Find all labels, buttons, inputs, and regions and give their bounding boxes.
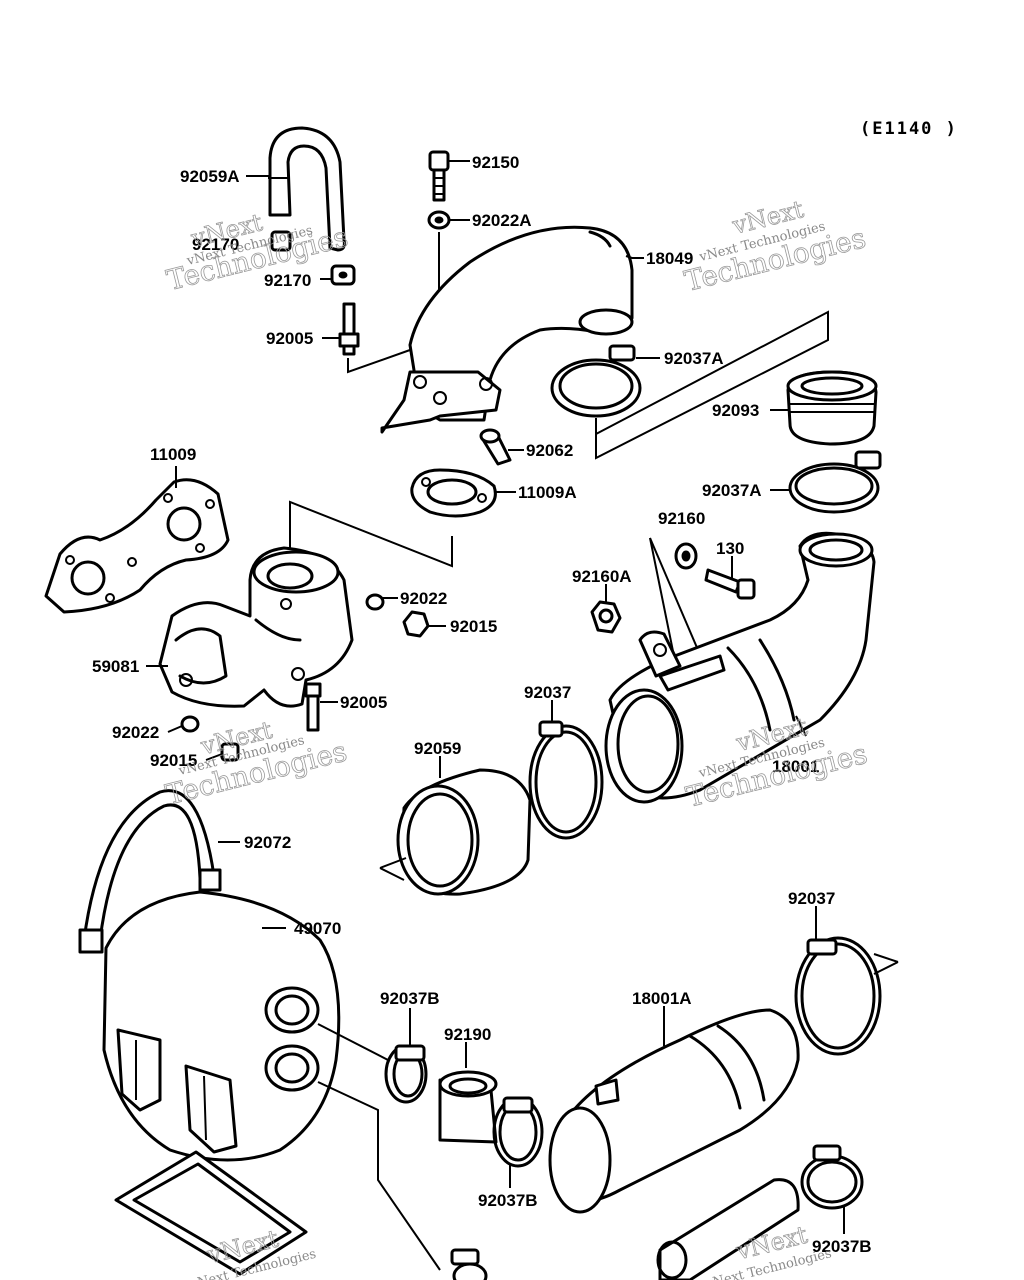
label-92022-upper: 92022 — [400, 589, 447, 608]
clamp-92037-mid — [528, 720, 604, 840]
label-92037A-lower: 92037A — [702, 481, 762, 500]
nipple-92005-lower — [304, 682, 322, 732]
pipe-18001A — [548, 1008, 800, 1214]
washer-92022A — [427, 210, 451, 230]
label-92037B-right: 92037B — [812, 1237, 872, 1256]
strap-92072 — [78, 789, 222, 954]
label-92062: 92062 — [526, 441, 573, 460]
washer-92022-upper — [365, 593, 385, 611]
nut-92015-lower — [220, 742, 240, 762]
clamp-92037B-upper — [384, 1044, 428, 1104]
washer-92022-lower — [180, 715, 200, 733]
watermark-upper-right: vNext Technologies vNext Technologies — [681, 195, 870, 299]
label-92005-upper: 92005 — [266, 329, 313, 348]
bolt-92150 — [428, 150, 450, 202]
label-92072: 92072 — [244, 833, 291, 852]
label-130: 130 — [716, 539, 744, 558]
coupling-92059 — [396, 768, 532, 896]
label-92022-lower: 92022 — [112, 723, 159, 742]
nut-92160A — [590, 600, 622, 634]
fitting-92170-upper — [270, 230, 292, 252]
label-49070: 49070 — [294, 919, 341, 938]
washer-92160 — [674, 542, 698, 570]
sleeve-92190 — [438, 1070, 498, 1144]
label-92059A: 92059A — [180, 167, 240, 186]
hose-92059A — [268, 126, 346, 252]
label-92037B-upper: 92037B — [380, 989, 440, 1008]
label-92190: 92190 — [444, 1025, 491, 1044]
fitting-92170-lower — [330, 264, 356, 286]
label-92037-right: 92037 — [788, 889, 835, 908]
watermark-upper-left: vNext Technologies vNext Technologies — [163, 208, 352, 298]
hose-bottom — [656, 1178, 800, 1280]
label-18001A: 18001A — [632, 989, 692, 1008]
label-92037B-lower: 92037B — [478, 1191, 538, 1210]
label-92093: 92093 — [712, 401, 759, 420]
gasket-11009A — [410, 468, 497, 518]
label-18001: 18001 — [772, 757, 819, 776]
label-92170-upper: 92170 — [192, 235, 239, 254]
clamp-92037-right — [794, 936, 882, 1056]
gasket-11009 — [44, 478, 230, 614]
label-18049: 18049 — [646, 249, 693, 268]
label-92160A: 92160A — [572, 567, 632, 586]
label-92022A: 92022A — [472, 211, 532, 230]
label-59081: 59081 — [92, 657, 139, 676]
label-92170-lower: 92170 — [264, 271, 311, 290]
clamp-92037B-right — [800, 1144, 864, 1210]
label-11009: 11009 — [150, 445, 196, 464]
bolt-92062 — [479, 428, 512, 466]
clamp-92037A-upper — [550, 344, 642, 418]
nut-92015-upper — [402, 610, 430, 638]
bolt-130 — [704, 568, 756, 600]
nipple-92005-upper — [338, 302, 360, 356]
label-92015-lower: 92015 — [150, 751, 197, 770]
silencer-49070 — [102, 890, 341, 1162]
label-92037-mid: 92037 — [524, 683, 571, 702]
diagram-code: (E1140 ) — [860, 119, 958, 139]
clamp-bottom — [450, 1248, 488, 1280]
clamp-92037A-lower — [788, 450, 882, 514]
pipe-18001 — [604, 531, 876, 804]
label-92037A-upper: 92037A — [664, 349, 724, 368]
label-92160: 92160 — [658, 509, 705, 528]
tray-plate — [114, 1150, 308, 1276]
clamp-92037B-lower — [492, 1096, 544, 1168]
label-92005-lower: 92005 — [340, 693, 387, 712]
label-92150: 92150 — [472, 153, 519, 172]
label-92059: 92059 — [414, 739, 461, 758]
elbow-pipe-18049 — [380, 225, 634, 434]
label-92015-upper: 92015 — [450, 617, 497, 636]
manifold-59081 — [158, 546, 354, 708]
label-11009A: 11009A — [518, 483, 577, 502]
coupling-92093 — [786, 370, 878, 446]
